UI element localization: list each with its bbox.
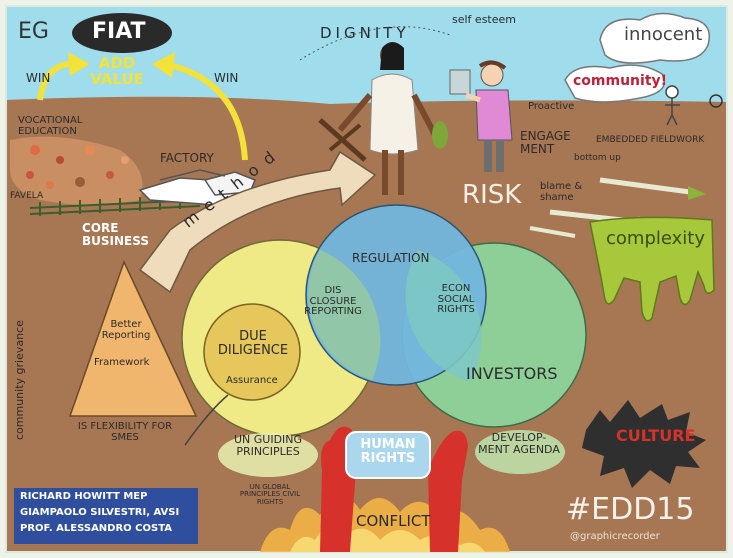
speaker-3: PROF. ALESSANDRO COSTA [20, 523, 172, 534]
speakers-box [14, 488, 198, 544]
dignity-arc [299, 26, 451, 61]
complexity-slime [589, 216, 715, 322]
due-diligence-label: DUE DILIGENCE [217, 329, 289, 358]
is-flexibility-label: IS FLEXIBILITY for SMEs [77, 421, 173, 443]
self-esteem-label: self esteem [452, 13, 516, 26]
dignity-label: DIGNITY [320, 24, 410, 42]
un-guiding-cloud [218, 433, 318, 477]
factory-label: FACTORY [160, 151, 214, 165]
favela-rubble [10, 136, 143, 205]
proactive-label: Proactive [528, 101, 575, 112]
innocent-label: innocent [624, 24, 703, 45]
investors-label: INVESTORS [466, 364, 558, 383]
framework-triangle [68, 260, 198, 417]
man-figure [449, 60, 513, 172]
win-right-label: WIN [214, 71, 239, 85]
add-value-label: ADD VALUE [90, 54, 144, 88]
win-arrow-right-head [152, 52, 175, 78]
culture-label: CULTURE [616, 426, 696, 445]
complexity-label: complexity [606, 228, 705, 249]
fiat-logo-text: FIAT [92, 19, 146, 44]
venn-overlap-yellow-blue [308, 250, 381, 380]
woman-figure [318, 42, 448, 195]
assurance-label: Assurance [226, 375, 278, 386]
method-arrow [138, 150, 377, 294]
win-arrow-right [164, 61, 248, 161]
blame-shame-label: blame & shame [540, 181, 583, 203]
human-rights-box [345, 431, 431, 479]
engagement-label: ENGAGE MENT [520, 129, 571, 156]
culture-splat [582, 400, 706, 488]
pointer-line [184, 394, 229, 446]
graphic-recorder-label: @graphicrecorder [570, 531, 660, 542]
fiat-logo-badge [72, 13, 172, 53]
community-cloud [564, 64, 666, 103]
win-arrow-left-head [68, 52, 90, 76]
speaker-1: RICHARD HOWITT MEP [20, 491, 148, 502]
small-person-icon [665, 85, 680, 126]
core-business-label: CORE BUSINESS [82, 221, 149, 248]
regulation-label: REGULATION [352, 251, 430, 265]
framework-label: Framework [94, 357, 150, 368]
conflict-label: CONFLICT [356, 512, 431, 530]
develop-agenda-label: DEVELOP- MENT AGENDA [478, 431, 560, 456]
risk-label: RISK [462, 180, 522, 210]
community-grievance-label: community grievance [13, 320, 26, 440]
community-label: community! [573, 73, 668, 89]
embedded-fieldwork-label: EMBEDDED FIELDWORK [596, 135, 705, 145]
due-diligence-circle [203, 303, 301, 401]
bottom-up-label: bottom up [574, 153, 621, 163]
eg-label: EG [18, 19, 49, 44]
econ-social-rights-label: ECON SOCIAL RIGHTS [437, 283, 475, 315]
develop-agenda-cloud [475, 430, 565, 474]
un-global-label: UN GLOBAL PRINCIPLES CIVIL RIGHTS [239, 483, 301, 506]
win-left-label: WIN [26, 71, 51, 85]
better-reporting-label: Better Reporting [101, 319, 151, 341]
innocent-cloud [599, 12, 710, 64]
un-guiding-principles-label: UN GUIDING PRINCIPLES [233, 433, 303, 458]
favela-label: FAVELA [10, 191, 44, 201]
vocational-education-label: VOCATIONAL EDUCATION [18, 115, 83, 137]
speaker-2: GIAMPAOLO SILVESTRI, AVSI [20, 507, 180, 518]
venn-overlap-blue-green [405, 250, 482, 382]
human-rights-label: HUMAN RIGHTS [360, 437, 416, 466]
disclosure-label: DIS CLOSURE Reporting [304, 285, 362, 317]
info-circle-icon [709, 94, 723, 108]
hashtag-label: #EDD15 [566, 492, 695, 527]
